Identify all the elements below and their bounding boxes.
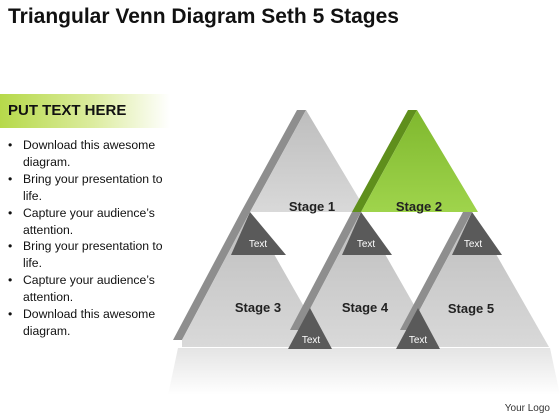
stage-1-label: Stage 1: [289, 199, 335, 214]
connector-label: Text: [409, 335, 428, 346]
bullet-list: Download this awesome diagram. Bring you…: [8, 137, 178, 340]
logo-placeholder: Your Logo: [504, 403, 550, 414]
connector-label: Text: [464, 239, 483, 250]
stage-4-label: Stage 4: [342, 300, 389, 315]
stage-2-triangle: [352, 110, 478, 212]
stage-5-side: [400, 212, 472, 330]
stage-2-face: [361, 110, 478, 212]
stage-2-side: [352, 110, 417, 212]
connector-shape: [288, 308, 332, 349]
connector-3: Text: [452, 212, 502, 255]
stage-3-label: Stage 3: [235, 300, 281, 315]
stage-2-label: Stage 2: [396, 199, 442, 214]
connector-label: Text: [302, 335, 321, 346]
bullet-item: Bring your presentation to life.: [8, 238, 178, 272]
connector-label: Text: [357, 239, 376, 250]
stage-4-triangle: [290, 212, 438, 347]
bullet-item: Download this awesome diagram.: [8, 137, 178, 171]
stage-1-triangle: [241, 110, 367, 212]
page-title: Triangular Venn Diagram Seth 5 Stages: [8, 5, 399, 28]
stage-4-face: [299, 212, 438, 347]
bullet-item: Bring your presentation to life.: [8, 171, 178, 205]
stage-5-label: Stage 5: [448, 301, 494, 316]
callout-heading: PUT TEXT HERE: [8, 102, 127, 119]
connector-1: Text: [231, 212, 286, 255]
floor-shadow: [168, 348, 560, 395]
connector-5: Text: [396, 308, 440, 349]
bullet-item: Capture your audience’s attention.: [8, 272, 178, 306]
stage-3-side: [173, 212, 250, 340]
connector-4: Text: [288, 308, 332, 349]
connector-shape: [396, 308, 440, 349]
connector-label: Text: [249, 239, 268, 250]
stage-5-triangle: [400, 212, 549, 347]
stage-1-side: [241, 110, 306, 212]
stage-3-triangle: [173, 212, 327, 347]
connector-2: Text: [342, 212, 392, 255]
bullet-item: Download this awesome diagram.: [8, 306, 178, 340]
stage-5-face: [409, 212, 549, 347]
stage-1-face: [250, 110, 367, 212]
connector-shape: [452, 212, 502, 255]
stage-3-face: [182, 212, 327, 347]
bullet-item: Capture your audience’s attention.: [8, 205, 178, 239]
stage-4-side: [290, 212, 361, 330]
connector-shape: [342, 212, 392, 255]
callout-banner: PUT TEXT HERE: [0, 94, 170, 128]
connector-shape: [231, 212, 286, 255]
